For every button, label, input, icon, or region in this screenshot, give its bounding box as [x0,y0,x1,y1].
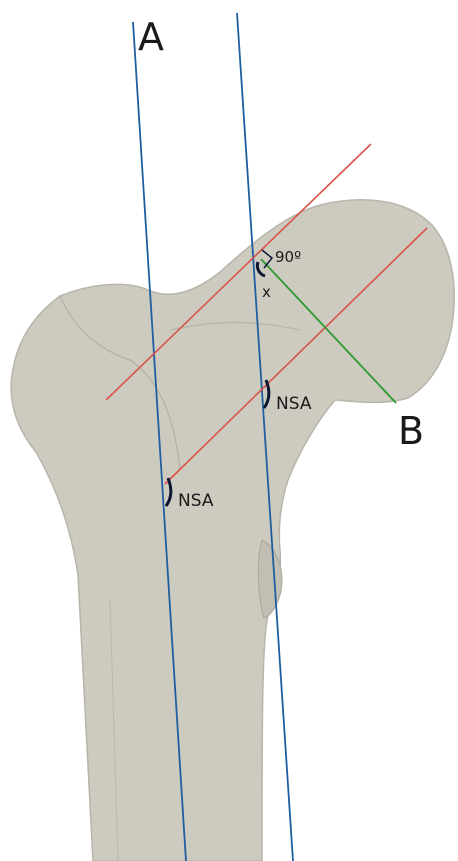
axis-a-label: A [138,15,164,59]
right-angle-label: 90º [275,248,301,266]
nsa-label-lower: NSA [178,491,214,511]
femur-bone [11,200,454,861]
femur-outline [11,200,454,861]
axis-b-label: B [398,409,424,453]
offset-label: x [262,283,271,301]
nsa-label-upper: NSA [276,394,312,414]
